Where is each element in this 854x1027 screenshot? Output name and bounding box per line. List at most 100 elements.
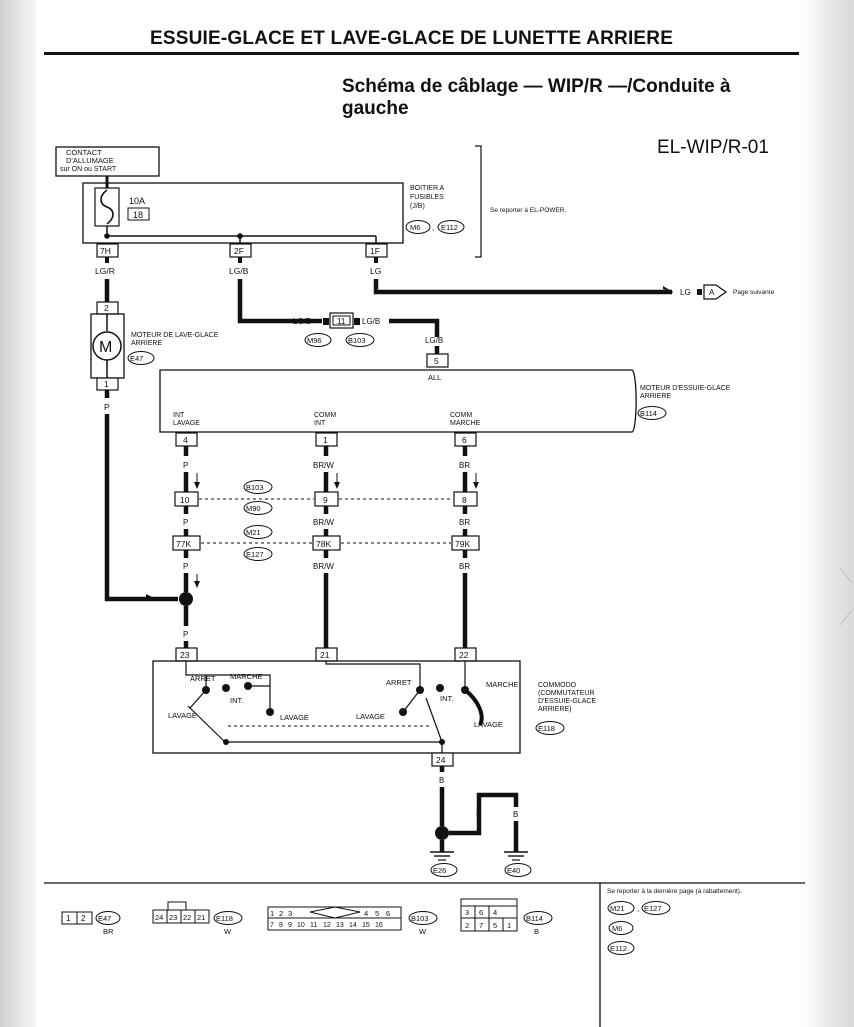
switch-pin-24: 24: [436, 755, 446, 765]
fuse-icon: [100, 189, 114, 225]
wire-p-3: P: [183, 562, 188, 571]
ignition-line-3: sur ON ou START: [60, 166, 117, 173]
pin-1f: 1F: [370, 246, 380, 256]
legend-ref-e112: E112: [610, 944, 627, 953]
ground-e26: E26: [433, 866, 446, 875]
motor-to-switch-wires: P BR/W BR: [183, 446, 479, 492]
switch-pin-21: 21: [320, 650, 330, 660]
legend-b103-top-pin: 3: [288, 909, 292, 918]
wire-p-washer: P: [104, 402, 110, 412]
fuse-box-conn-m6: M6: [410, 223, 420, 232]
title-rule: [44, 52, 799, 55]
pin-7h: 7H: [100, 246, 111, 256]
row2-pin-78k: 78K: [316, 539, 331, 549]
legend-ref-e127: E127: [644, 904, 662, 913]
left-marche: MARCHE: [230, 672, 263, 681]
right-marche: MARCHE: [486, 680, 519, 689]
legend-b103-color: W: [419, 927, 427, 936]
combi-switch: 23 21 22 ARRET MARCHE INT. LAVAGE LAVAGE: [152, 647, 521, 767]
wire-p-washer-line: [104, 414, 178, 602]
connector-row-m21: 77K 78K 79K M21 E127: [172, 525, 480, 561]
row1-pin-10: 10: [180, 495, 190, 505]
fuse-box-pins: 7H 2F 1F: [96, 243, 388, 258]
junction-connector: [329, 312, 354, 329]
term-comm-marche-line1: COMM: [450, 412, 472, 419]
right-int: INT.: [440, 694, 453, 703]
wire-br-3: BR: [459, 562, 470, 571]
wiper-motor: 5 ALL: [159, 353, 637, 433]
legend-b103-bottom-pin: 13: [336, 922, 344, 929]
legend-e47: 1 2 E47 BR: [61, 911, 121, 936]
legend-b103-bottom-pin: 16: [375, 922, 383, 929]
row2-pin-79k: 79K: [455, 539, 470, 549]
svg-text:5: 5: [493, 921, 497, 930]
ground-e40: E40: [507, 866, 520, 875]
wiper-conn-b114: B114: [640, 409, 657, 418]
svg-text:,: ,: [432, 223, 434, 232]
legend-ref-m6: M6: [612, 924, 622, 933]
row1-pin-8: 8: [462, 495, 467, 505]
legend-b103-bottom-pin: 7: [270, 922, 274, 929]
wire-lgb-fuse-to-junction: [237, 279, 322, 324]
legend-e118: 24 23 22 21 E118 W: [152, 901, 243, 936]
page-link-text: Page suivante: [733, 289, 775, 296]
svg-text:,: ,: [637, 904, 639, 913]
right-arret: ARRET: [386, 678, 412, 687]
connector-row-b103: 10 9 8 B103 M90: [174, 480, 478, 515]
marche-contact: [463, 688, 484, 726]
wire-b-1: B: [439, 776, 444, 785]
wire-br-2: BR: [459, 518, 470, 527]
row2-pin-77k: 77K: [176, 539, 191, 549]
legend-b103-top-pin: 1: [270, 909, 274, 918]
svg-text:23: 23: [169, 913, 177, 922]
ignition-line-1: CONTACT: [66, 148, 102, 157]
pin-2f: 2F: [234, 246, 244, 256]
wire-brw-3: BR/W: [313, 562, 334, 571]
washer-conn-e47: E47: [130, 354, 143, 363]
term-int-line2: LAVAGE: [173, 420, 200, 427]
fuse-rating: 10A: [129, 196, 145, 206]
legend-b103-bottom-pin: 14: [349, 922, 357, 929]
right-lavage-1: LAVAGE: [356, 712, 385, 721]
legend-e47-color: BR: [103, 927, 114, 936]
fuse-box-note: Se reporter à EL-POWER.: [490, 207, 566, 214]
switch-conn-e118: E118: [538, 724, 555, 733]
junction-pin: 11: [337, 317, 346, 326]
wiper-motor-label-1: MOTEUR D'ESSUIE-GLACE: [640, 385, 731, 392]
legend-b103-name: B103: [411, 914, 429, 923]
wire-b-3: B: [513, 810, 518, 819]
row2-conn-e127: E127: [246, 550, 264, 559]
legend-b103-top-pin: 2: [279, 909, 283, 918]
page-edge-left: [0, 0, 36, 1027]
fuse-box: 10A 18: [82, 182, 404, 244]
fuse-box-label-2: FUSIBLES: [410, 194, 444, 201]
right-lavage-2: LAVAGE: [474, 720, 503, 729]
switch-label-2: (COMMUTATEUR: [538, 690, 595, 697]
svg-text:1: 1: [507, 921, 511, 930]
legend-b114-name: B114: [526, 914, 543, 923]
row1-conn-m90: M90: [246, 504, 261, 513]
legend-b103-bottom-pin: 10: [297, 922, 305, 929]
washer-motor-label-1: MOTEUR DE LAVE-GLACE: [131, 332, 219, 339]
junction-conn-m96: M96: [307, 336, 322, 345]
wire-lgb-4: LG/B: [425, 336, 443, 345]
svg-text:24: 24: [155, 913, 163, 922]
fuse-box-label-3: (J/B): [410, 203, 425, 210]
wire-lgb-3: LG/B: [362, 317, 380, 326]
wire-p-2: P: [183, 518, 188, 527]
wire-lgb-2: LG/B: [293, 317, 311, 326]
wire-br-1: BR: [459, 461, 470, 470]
switch-label-3: D'ESSUIE-GLACE: [538, 698, 596, 705]
wiper-pin-1: 1: [323, 435, 328, 445]
legend-ref-m21: M21: [610, 904, 625, 913]
page-link-arrow: [703, 284, 728, 300]
term-int-line1: INT: [173, 412, 185, 419]
term-comm-marche-line2: MARCHE: [450, 420, 481, 427]
ignition-switch-box: CONTACT D'ALLUMAGE sur ON ou START: [55, 146, 160, 177]
svg-text:3: 3: [465, 908, 469, 917]
left-lavage-2: LAVAGE: [280, 713, 309, 722]
wire-p-4: P: [183, 630, 188, 639]
legend-b114: 3 6 4 2 7 5 1 B114 B: [460, 898, 553, 936]
washer-pin-1: 1: [104, 379, 109, 389]
